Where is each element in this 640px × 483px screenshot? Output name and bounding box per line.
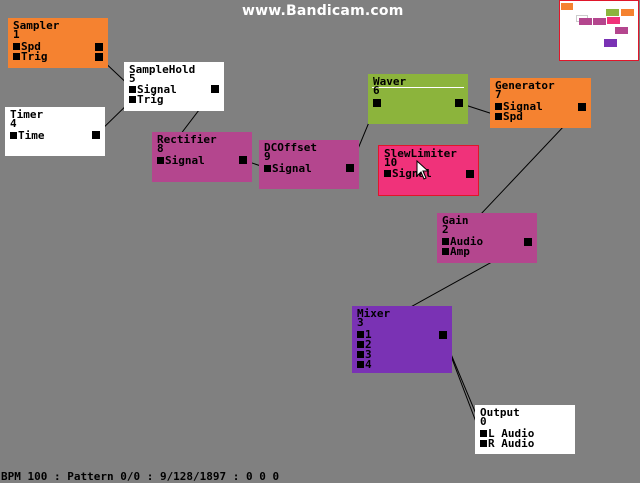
node-generator[interactable]: Generator 7 Signal Spd (490, 78, 591, 128)
input-port[interactable] (373, 99, 381, 107)
node-mixer[interactable]: Mixer 3 1 2 3 4 (352, 306, 452, 373)
node-title: SampleHold (129, 63, 196, 76)
input-port-r-audio[interactable]: R Audio (480, 438, 534, 449)
node-title: Waver (373, 75, 407, 88)
node-number: 5 (129, 72, 136, 85)
minimap-node (607, 17, 620, 24)
input-port-signal[interactable]: Signal (495, 101, 543, 112)
input-port-amp[interactable]: Amp (442, 246, 470, 257)
node-title: Gain (442, 214, 469, 227)
node-number: 9 (264, 150, 271, 163)
title-underline (372, 87, 464, 88)
output-port[interactable] (346, 164, 354, 172)
input-port-l-audio[interactable]: L Audio (480, 428, 534, 439)
node-sampler[interactable]: Sampler 1 Spd Trig (8, 18, 108, 68)
minimap[interactable] (559, 0, 639, 61)
input-port-trig[interactable]: Trig (129, 94, 164, 105)
output-port[interactable] (455, 99, 463, 107)
node-title: Timer (10, 108, 44, 121)
watermark: www.Bandicam.com (242, 3, 404, 19)
output-port[interactable] (466, 170, 474, 178)
node-number: 7 (495, 88, 502, 101)
input-port-trig[interactable]: Trig (13, 51, 48, 62)
node-number: 4 (10, 117, 17, 130)
output-port[interactable] (439, 331, 447, 339)
node-output[interactable]: Output 0 L Audio R Audio (475, 405, 575, 454)
node-number: 2 (442, 223, 449, 236)
minimap-node (621, 9, 634, 16)
node-number: 3 (357, 316, 364, 329)
output-port[interactable] (211, 85, 219, 93)
input-port-4[interactable]: 4 (357, 359, 372, 370)
output-port[interactable] (239, 156, 247, 164)
output-port[interactable] (95, 43, 103, 51)
node-title: Sampler (13, 19, 60, 32)
minimap-node (561, 3, 573, 10)
mouse-cursor-icon (416, 160, 430, 180)
node-number: 8 (157, 142, 164, 155)
node-dcoffset[interactable]: DCOffset 9 Signal (259, 140, 359, 189)
node-title: Rectifier (157, 133, 217, 146)
output-port[interactable] (92, 131, 100, 139)
input-port-spd[interactable]: Spd (495, 111, 523, 122)
node-title: Generator (495, 79, 555, 92)
input-port-1[interactable]: 1 (357, 329, 372, 340)
input-port-signal[interactable]: Signal (264, 163, 312, 174)
input-port-signal[interactable]: Signal (157, 155, 205, 166)
minimap-node (606, 9, 619, 16)
input-port-audio[interactable]: Audio (442, 236, 483, 247)
node-title: SlewLimiter (384, 147, 457, 160)
output-port[interactable] (95, 53, 103, 61)
minimap-node (579, 18, 592, 25)
input-port-3[interactable]: 3 (357, 349, 372, 360)
output-port[interactable] (578, 103, 586, 111)
input-port-signal[interactable]: Signal (129, 84, 177, 95)
node-title: Mixer (357, 307, 391, 320)
input-port-time[interactable]: Time (10, 130, 45, 141)
node-number: 10 (384, 156, 398, 169)
minimap-node (593, 18, 606, 25)
node-number: 0 (480, 415, 487, 428)
node-waver[interactable]: Waver 6 (368, 74, 468, 124)
input-port-signal[interactable]: Signal (384, 168, 432, 179)
node-title: DCOffset (264, 141, 317, 154)
node-samplehold[interactable]: SampleHold 5 Signal Trig (124, 62, 224, 111)
node-timer[interactable]: Timer 4 Time (5, 107, 105, 156)
minimap-node (615, 27, 628, 34)
status-bar: BPM 100 : Pattern 0/0 : 9/128/1897 : 0 0… (1, 470, 280, 483)
minimap-node (604, 39, 617, 47)
node-title: Output (480, 406, 520, 419)
output-port[interactable] (524, 238, 532, 246)
input-port-2[interactable]: 2 (357, 339, 372, 350)
node-rectifier[interactable]: Rectifier 8 Signal (152, 132, 252, 182)
node-slewlimiter[interactable]: SlewLimiter 10 Signal (378, 145, 479, 196)
node-number: 1 (13, 28, 20, 41)
node-gain[interactable]: Gain 2 Audio Amp (437, 213, 537, 263)
node-number: 6 (373, 84, 380, 97)
input-port-spd[interactable]: Spd (13, 41, 41, 52)
